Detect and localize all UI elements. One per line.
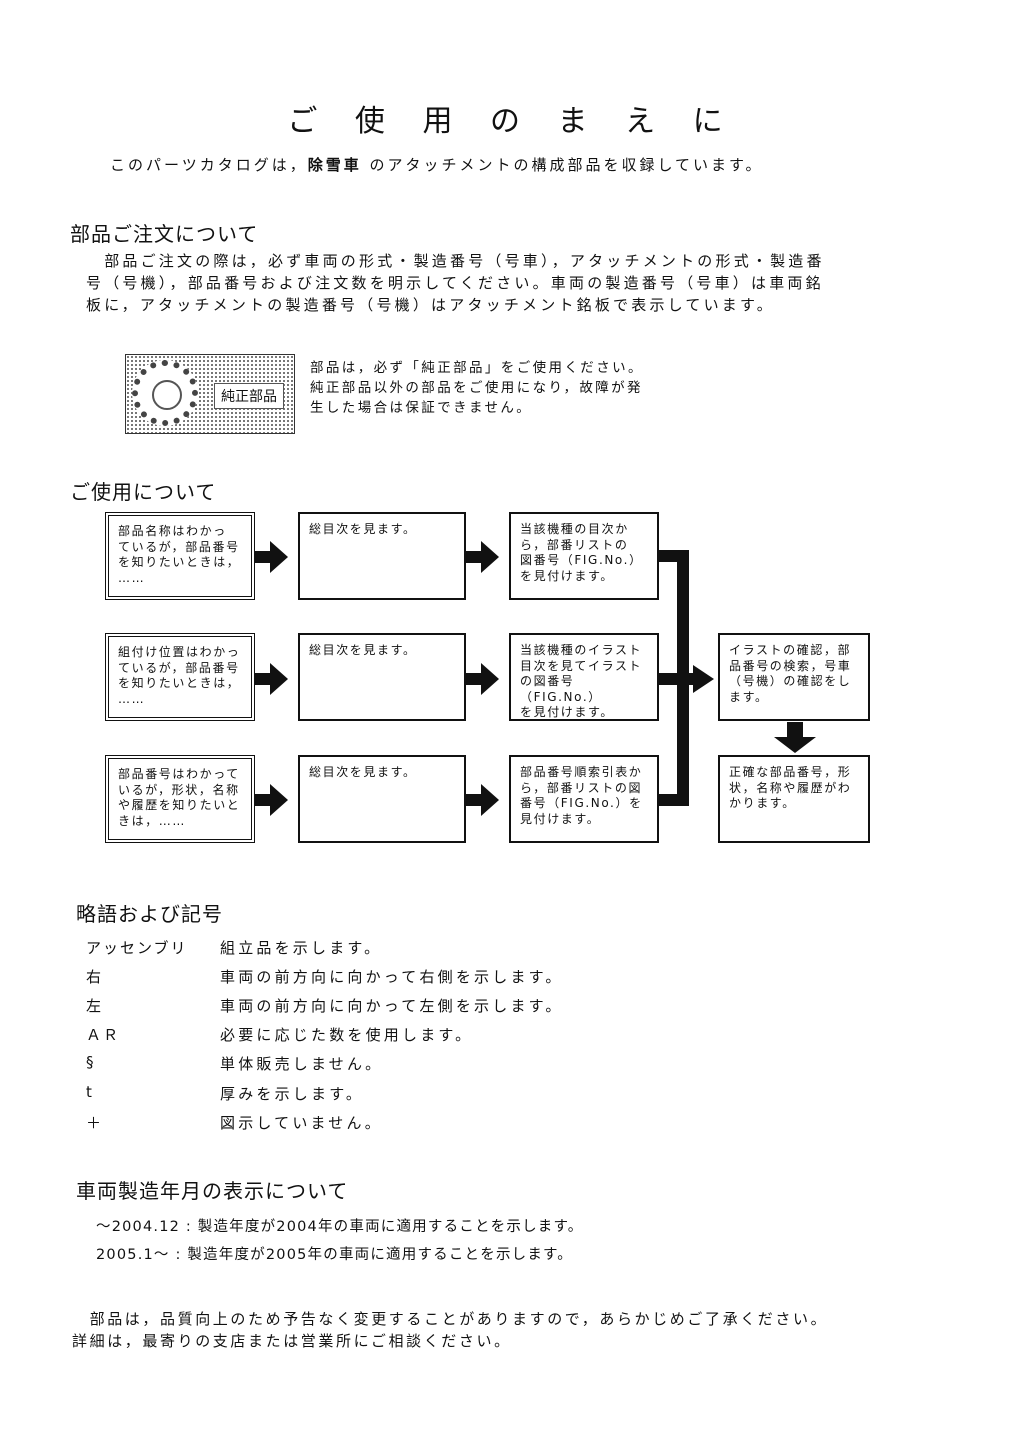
abbreviations-heading: 略語および記号 xyxy=(76,902,223,926)
abbr-key: ＋ xyxy=(86,1114,104,1132)
footer-note: 部品は，品質向上のため予告なく変更することがありますので，あらかじめご了承くださ… xyxy=(72,1308,828,1352)
box-line: 図番号（FIG.No.） xyxy=(520,553,643,567)
box-line: を知りたいときは， xyxy=(118,555,241,569)
box-line: ら，部番リストの図 xyxy=(520,780,643,795)
flow-start-box: 部品番号はわかって いるが，形状，名称 や履歴を知りたいと きは，…… xyxy=(105,755,255,843)
box-line: 総目次を見ます。 xyxy=(309,765,417,779)
box-line: 状，名称や履歴がわ xyxy=(729,780,852,795)
stamp-label: 純正部品 xyxy=(214,383,284,409)
box-line: 部品番号はわかって xyxy=(118,767,240,781)
flow-final-box: 正確な部品番号，形 状，名称や履歴がわ かります。 xyxy=(718,755,870,843)
arrow-right-icon xyxy=(254,541,288,573)
genuine-parts-stamp: 純正部品 xyxy=(125,354,295,434)
page-title: ご 使 用 の ま え に xyxy=(287,104,737,139)
box-line: いるが，形状，名称 xyxy=(118,782,240,797)
abbr-value: 図示していません。 xyxy=(220,1114,383,1132)
abbr-value: 厚みを示します。 xyxy=(220,1085,365,1103)
flow-index-box: 総目次を見ます。 xyxy=(298,512,466,600)
flow-start-box: 部品名称はわかっ ているが，部品番号 を知りたいときは， …… xyxy=(105,512,255,600)
flow-index-box: 総目次を見ます。 xyxy=(298,633,466,721)
arrow-right-icon xyxy=(466,784,499,816)
footer-line: 部品は，品質向上のため予告なく変更することがありますので，あらかじめご了承くださ… xyxy=(72,1310,829,1328)
box-line: の図番号（FIG.No.） xyxy=(520,674,602,704)
flow-step-box: 当該機種の目次か ら，部番リストの 図番号（FIG.No.） を見付けます。 xyxy=(509,512,659,600)
abbr-key: ＡＲ xyxy=(86,1026,121,1044)
arrow-right-icon xyxy=(254,663,288,695)
box-line: 当該機種のイラスト xyxy=(520,643,643,657)
box-line: ているが，部品番号 xyxy=(118,539,240,554)
intro-before: このパーツカタログは， xyxy=(110,156,308,174)
flow-step-box: 当該機種のイラスト 目次を見てイラスト の図番号（FIG.No.） を見付けます… xyxy=(509,633,659,721)
box-line: きは，…… xyxy=(118,813,187,828)
abbr-key: § xyxy=(86,1053,96,1071)
flow-start-box: 組付け位置はわかっ ているが，部品番号 を知りたいときは， …… xyxy=(105,633,255,721)
abbr-key: 左 xyxy=(86,997,104,1015)
manufacture-heading: 車両製造年月の表示について xyxy=(76,1179,349,1203)
ordering-heading: 部品ご注文について xyxy=(70,222,259,246)
box-line: ます。 xyxy=(729,689,769,704)
abbr-value: 必要に応じた数を使用します。 xyxy=(220,1026,474,1044)
genuine-parts-note: 部品は，必ず「純正部品」をご使用ください。 純正部品以外の部品をご使用になり，故… xyxy=(310,358,644,418)
box-line: …… xyxy=(118,691,146,706)
usage-heading: ご使用について xyxy=(70,480,217,504)
abbr-value: 単体販売しません。 xyxy=(220,1055,384,1073)
arrow-right-icon xyxy=(466,663,499,695)
box-line: ら，部番リストの xyxy=(520,537,629,552)
flow-step-box: 部品番号順索引表か ら，部番リストの図 番号（FIG.No.）を 見付けます。 xyxy=(509,755,659,843)
note-line: 純正部品以外の部品をご使用になり，故障が発 xyxy=(310,380,643,396)
gear-icon xyxy=(132,360,198,426)
box-line: イラストの確認，部 xyxy=(729,643,852,657)
ordering-line: 号（号機），部品番号および注文数を明示してください。車両の製造番号（号車）は車両… xyxy=(86,274,824,292)
arrow-down-icon xyxy=(774,722,816,753)
manufacture-line: 2005.1～ : 製造年度が2005年の車両に適用することを示します。 xyxy=(96,1247,573,1263)
flow-arrows xyxy=(254,541,816,816)
box-line: 部品名称はわかっ xyxy=(118,524,227,538)
note-line: 部品は，必ず「純正部品」をご使用ください。 xyxy=(310,360,644,376)
ordering-line: 部品ご注文の際は，必ず車両の形式・製造番号（号車），アタッチメントの形式・製造番 xyxy=(86,252,825,270)
box-line: 品番号の検索，号車 xyxy=(729,658,852,673)
flow-result-box: イラストの確認，部 品番号の検索，号車 （号機）の確認をし ます。 xyxy=(718,633,870,721)
intro-vehicle: 除雪車 xyxy=(307,156,362,174)
box-line: 見付けます。 xyxy=(520,811,601,826)
box-line: 総目次を見ます。 xyxy=(309,643,417,657)
connector-line xyxy=(659,794,689,806)
box-line: （号機）の確認をし xyxy=(729,674,852,688)
box-line: 正確な部品番号，形 xyxy=(729,765,852,779)
abbr-value: 車両の前方向に向かって左側を示します。 xyxy=(220,997,564,1015)
box-line: 部品番号順索引表か xyxy=(520,765,643,779)
arrow-right-icon xyxy=(254,784,288,816)
abbr-value: 組立品を示します。 xyxy=(220,939,383,957)
box-line: を知りたいときは， xyxy=(118,676,241,690)
box-line: ているが，部品番号 xyxy=(118,660,240,675)
abbr-key: 右 xyxy=(86,968,104,986)
box-line: や履歴を知りたいと xyxy=(118,798,241,812)
box-line: 目次を見てイラスト xyxy=(520,658,643,673)
box-line: …… xyxy=(118,570,146,585)
flow-index-box: 総目次を見ます。 xyxy=(298,755,466,843)
intro-after: のアタッチメントの構成部品を収録しています。 xyxy=(361,156,764,174)
arrow-right-icon xyxy=(693,665,714,693)
box-line: を見付けます。 xyxy=(520,705,615,719)
connector-line xyxy=(659,673,697,685)
box-line: 総目次を見ます。 xyxy=(309,522,417,536)
box-line: 組付け位置はわかっ xyxy=(118,645,241,659)
box-line: 番号（FIG.No.）を xyxy=(520,796,643,810)
note-line: 生した場合は保証できません。 xyxy=(310,400,533,416)
footer-line: 詳細は，最寄りの支店または営業所にご相談ください。 xyxy=(72,1332,512,1350)
arrow-right-icon xyxy=(466,541,499,573)
ordering-paragraph: 部品ご注文の際は，必ず車両の形式・製造番号（号車），アタッチメントの形式・製造番… xyxy=(86,250,825,316)
box-line: 当該機種の目次か xyxy=(520,522,629,536)
ordering-line: 板に，アタッチメントの製造番号（号機）はアタッチメント銘板で表示しています。 xyxy=(86,296,775,314)
intro-text: このパーツカタログは，除雪車 のアタッチメントの構成部品を収録しています。 xyxy=(110,154,764,175)
box-line: かります。 xyxy=(729,796,796,810)
box-line: を見付けます。 xyxy=(520,568,615,583)
abbr-value: 車両の前方向に向かって右側を示します。 xyxy=(220,968,564,986)
abbr-key: t xyxy=(86,1083,94,1101)
abbr-key: アッセンブリ xyxy=(86,939,188,957)
manufacture-line: ～2004.12 : 製造年度が2004年の車両に適用することを示します。 xyxy=(96,1219,584,1235)
